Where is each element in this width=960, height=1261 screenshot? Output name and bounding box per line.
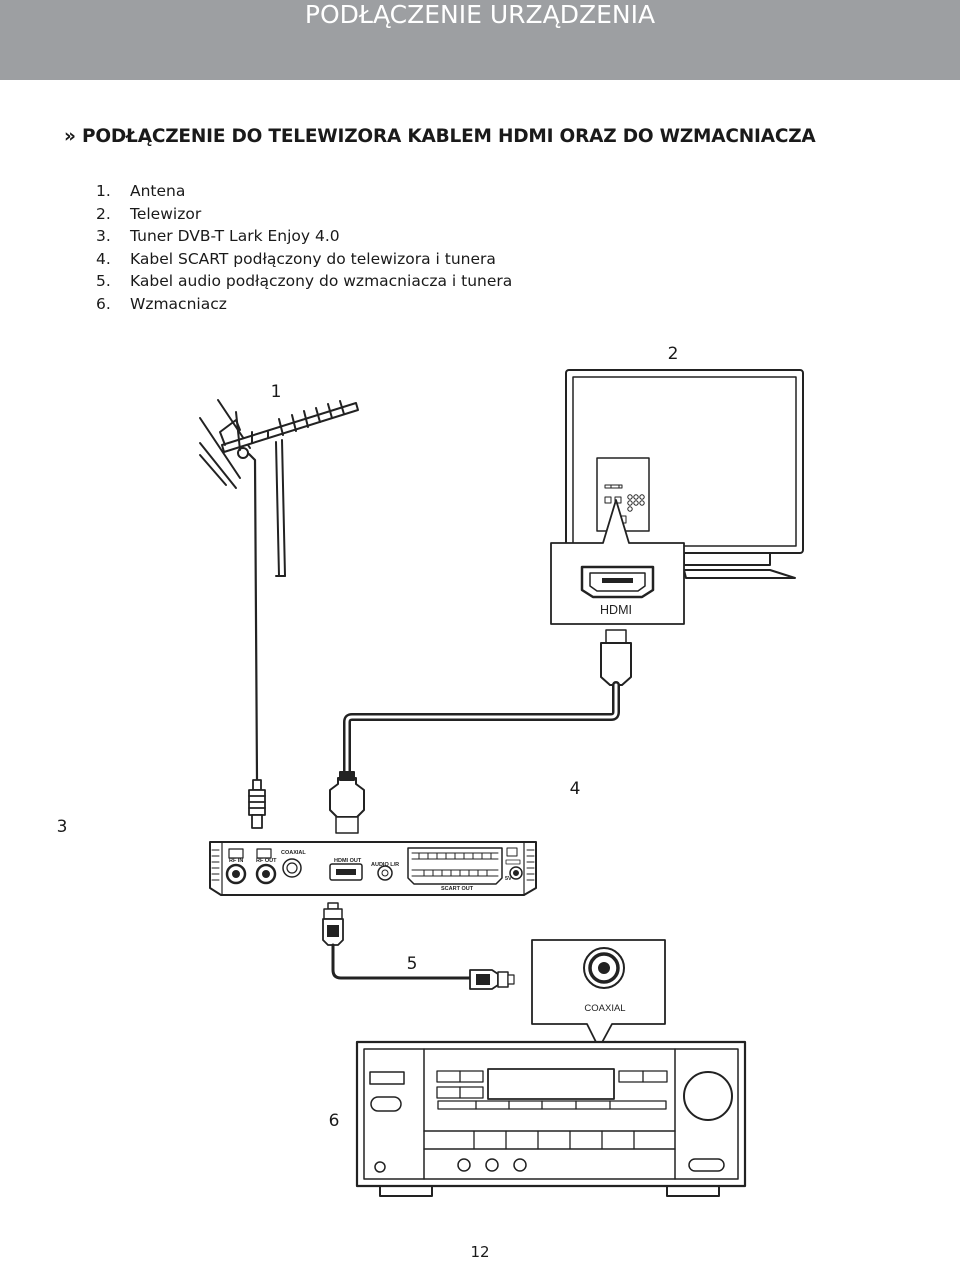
callout-audio: 5 [406, 954, 418, 974]
tuner-rf-out-label: RF OUT [256, 858, 277, 864]
page-title: PODŁĄCZENIE URZĄDZENIA [304, 0, 656, 29]
rf-connector-illustration [248, 779, 266, 829]
section-title: » PODŁĄCZENIE DO TELEWIZORA KABLEM HDMI … [64, 126, 816, 147]
tuner-scart-out-label: SCART OUT [441, 886, 474, 892]
callout-antenna: 1 [270, 382, 282, 402]
list-item: 3.Tuner DVB-T Lark Enjoy 4.0 [96, 227, 340, 245]
callout-scart: 4 [569, 779, 581, 799]
component-list: 1.Antena 2.Telewizor 3.Tuner DVB-T Lark … [96, 180, 512, 315]
callout-tv: 2 [667, 344, 679, 364]
tuner-hdmi-out-label: HDMI OUT [334, 858, 362, 864]
list-item: 6.Wzmacniacz [96, 294, 227, 313]
header-bar [0, 0, 960, 80]
callout-tuner: 3 [56, 817, 68, 837]
amplifier-illustration [355, 939, 747, 1197]
tv-illustration [550, 369, 804, 625]
list-item: 4.Kabel SCART podłączony do telewizora i… [96, 249, 496, 268]
antenna-illustration [199, 399, 359, 782]
tuner-power-label: 5V [505, 876, 512, 882]
tuner-rf-in-label: RF IN [229, 858, 243, 864]
callout-amplifier: 6 [328, 1111, 340, 1131]
tuner-coaxial-label: COAXIAL [281, 850, 306, 856]
tv-hdmi-label: HDMI [600, 603, 632, 617]
amp-coaxial-label: COAXIAL [584, 1003, 625, 1014]
audio-cable-illustration [322, 902, 515, 990]
tuner-illustration [209, 841, 537, 896]
page-number: 12 [470, 1243, 490, 1261]
list-item: 2.Telewizor [96, 204, 202, 223]
hdmi-cable-illustration [329, 629, 632, 834]
list-item: 1.Antena [96, 182, 186, 200]
tuner-audio-label: AUDIO L/R [371, 862, 399, 868]
list-item: 5.Kabel audio podłączony do wzmacniacza … [96, 272, 513, 290]
